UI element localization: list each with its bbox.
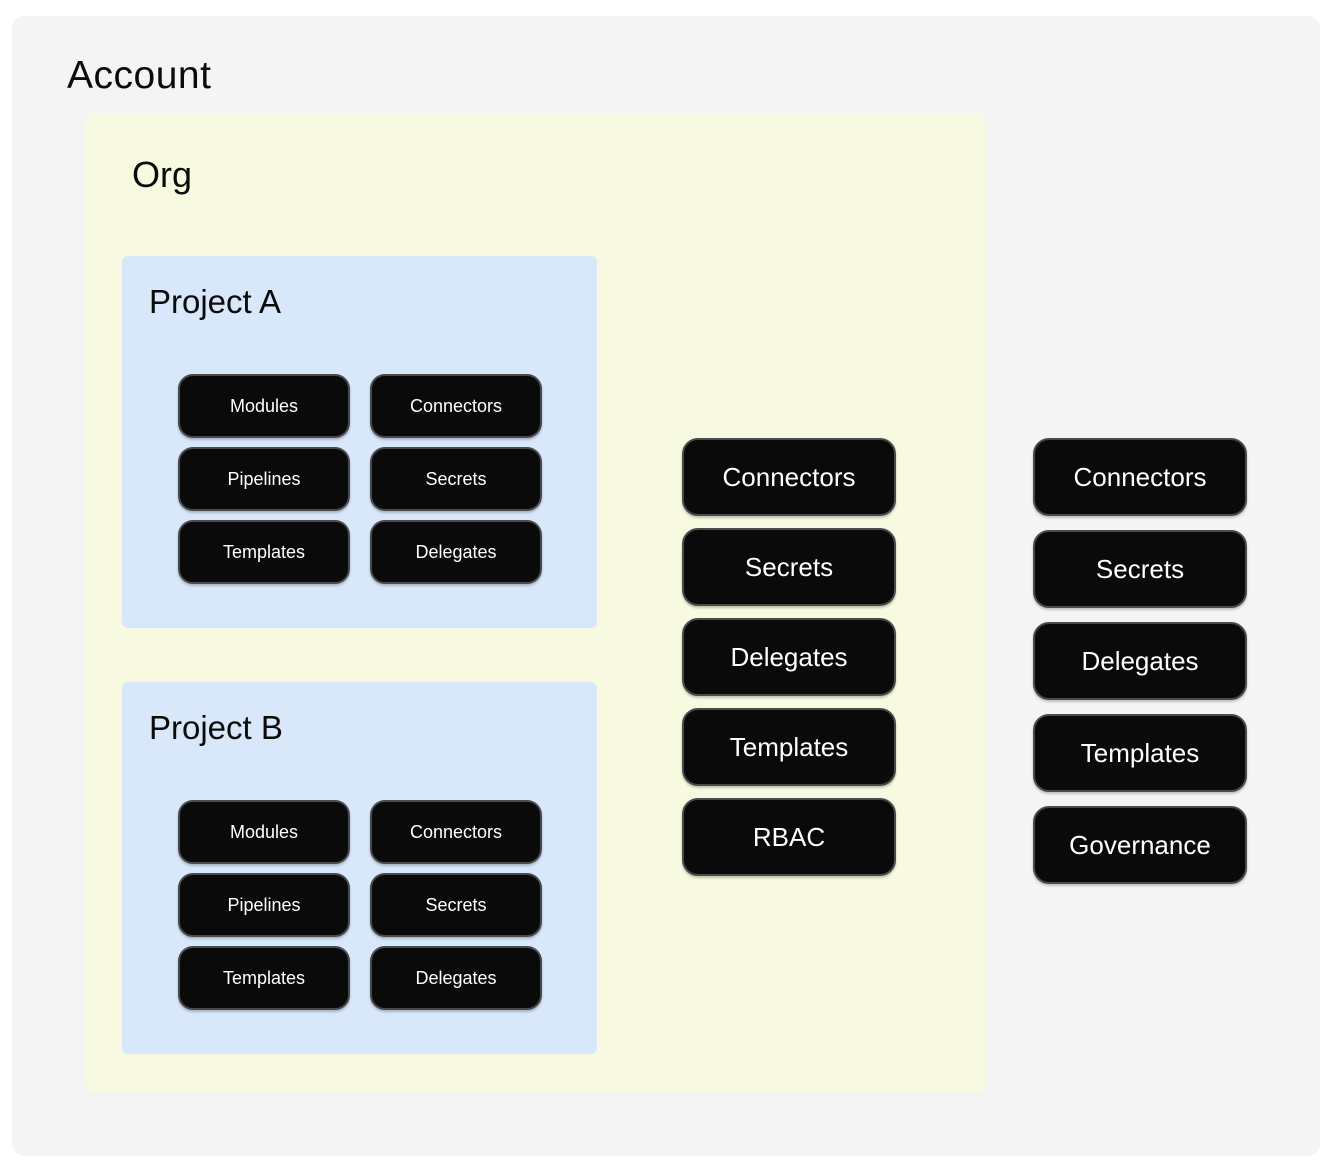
account-pill-secrets: Secrets bbox=[1033, 530, 1247, 608]
project-b-pill-secrets: Secrets bbox=[370, 873, 542, 937]
account-container: Account Org Project A Modules Connectors… bbox=[12, 16, 1320, 1156]
project-b-pill-templates: Templates bbox=[178, 946, 350, 1010]
project-a-title: Project A bbox=[149, 283, 282, 320]
org-pill-delegates: Delegates bbox=[682, 618, 896, 696]
project-b-pill-pipelines: Pipelines bbox=[178, 873, 350, 937]
account-title: Account bbox=[67, 54, 212, 97]
project-b-title: Project B bbox=[149, 709, 283, 746]
org-pill-rbac: RBAC bbox=[682, 798, 896, 876]
project-a-pill-templates: Templates bbox=[178, 520, 350, 584]
project-a-pill-connectors: Connectors bbox=[370, 374, 542, 438]
account-pill-connectors: Connectors bbox=[1033, 438, 1247, 516]
project-a-pill-pipelines: Pipelines bbox=[178, 447, 350, 511]
org-pill-connectors: Connectors bbox=[682, 438, 896, 516]
project-b-pill-delegates: Delegates bbox=[370, 946, 542, 1010]
org-pill-secrets: Secrets bbox=[682, 528, 896, 606]
account-pill-column: Connectors Secrets Delegates Templates G… bbox=[1033, 438, 1247, 884]
org-container: Org Project A Modules Connectors Pipelin… bbox=[86, 113, 985, 1092]
account-pill-templates: Templates bbox=[1033, 714, 1247, 792]
project-b-pill-modules: Modules bbox=[178, 800, 350, 864]
account-pill-governance: Governance bbox=[1033, 806, 1247, 884]
org-title: Org bbox=[132, 154, 193, 195]
project-a-pill-delegates: Delegates bbox=[370, 520, 542, 584]
org-pill-templates: Templates bbox=[682, 708, 896, 786]
project-a-pill-grid: Modules Connectors Pipelines Secrets Tem… bbox=[178, 374, 542, 584]
project-a-pill-secrets: Secrets bbox=[370, 447, 542, 511]
project-a-pill-modules: Modules bbox=[178, 374, 350, 438]
account-pill-delegates: Delegates bbox=[1033, 622, 1247, 700]
project-b-pill-grid: Modules Connectors Pipelines Secrets Tem… bbox=[178, 800, 542, 1010]
org-pill-column: Connectors Secrets Delegates Templates R… bbox=[682, 438, 896, 876]
project-a-container: Project A Modules Connectors Pipelines S… bbox=[122, 256, 597, 628]
project-b-container: Project B Modules Connectors Pipelines S… bbox=[122, 682, 597, 1054]
project-b-pill-connectors: Connectors bbox=[370, 800, 542, 864]
